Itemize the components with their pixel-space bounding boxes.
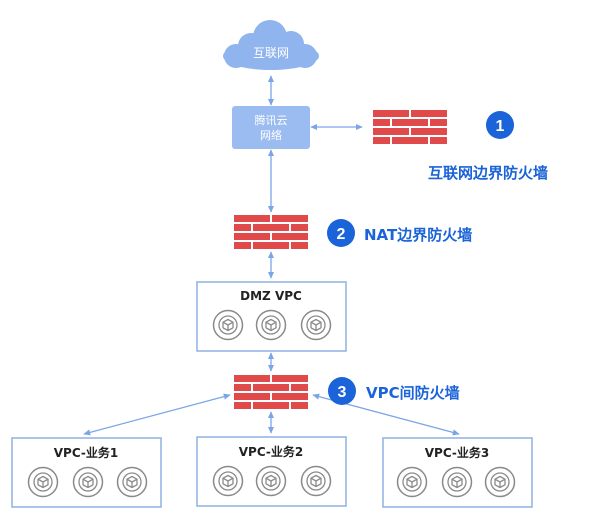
cube-icon <box>212 309 244 341</box>
internet-label: 互联网 <box>253 46 289 60</box>
vpc-business-3-title: VPC-业务3 <box>425 445 490 460</box>
badge-1-number: 1 <box>496 118 505 135</box>
cube-icon <box>484 466 516 498</box>
cube-icon <box>300 309 332 341</box>
vpc-dmz-title: DMZ VPC <box>240 289 302 303</box>
cube-icon <box>255 309 287 341</box>
internet-cloud: 互联网 <box>223 20 319 70</box>
vpc-business-2-title: VPC-业务2 <box>239 444 304 459</box>
vpc-business-1-title: VPC-业务1 <box>54 445 119 460</box>
vpc-business-2: VPC-业务2 <box>196 436 347 507</box>
cube-icon <box>396 466 428 498</box>
vpc-business-3: VPC-业务3 <box>382 437 533 508</box>
tencent-network-node: 腾讯云 网络 <box>232 106 310 149</box>
cube-icon <box>72 466 104 498</box>
vpc-business-1: VPC-业务1 <box>11 437 162 508</box>
firewall-internet-border: 1 互联网边界防火墙 <box>373 110 548 182</box>
badge-3-number: 3 <box>338 384 347 401</box>
brick-wall-icon <box>234 215 308 249</box>
firewall-nat-border: 2 NAT边界防火墙 <box>234 215 472 249</box>
tencent-network-line2: 网络 <box>260 128 282 142</box>
cube-icon <box>441 466 473 498</box>
badge-2 <box>327 219 355 247</box>
cloud-icon <box>223 20 319 70</box>
vpc-dmz: DMZ VPC <box>196 281 347 352</box>
badge-1 <box>486 111 514 139</box>
tencent-network-box <box>232 106 310 149</box>
cube-icon <box>300 465 332 497</box>
firewall-internet-border-label: 互联网边界防火墙 <box>428 164 548 182</box>
badge-2-number: 2 <box>337 226 346 243</box>
cube-icon <box>27 466 59 498</box>
cube-icon <box>255 465 287 497</box>
brick-wall-icon <box>234 375 308 409</box>
firewall-nat-border-label: NAT边界防火墙 <box>364 226 472 244</box>
firewall-vpc: 3 VPC间防火墙 <box>234 375 460 409</box>
brick-wall-icon <box>373 110 447 144</box>
tencent-network-line1: 腾讯云 <box>255 113 288 127</box>
badge-3 <box>328 377 356 405</box>
cube-icon <box>212 465 244 497</box>
firewall-vpc-label: VPC间防火墙 <box>366 384 460 402</box>
connector-firewall3-business1 <box>83 393 231 436</box>
cube-icon <box>116 466 148 498</box>
